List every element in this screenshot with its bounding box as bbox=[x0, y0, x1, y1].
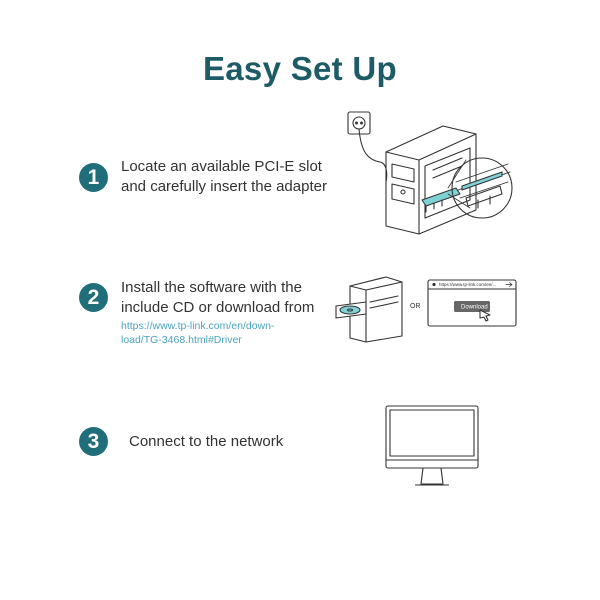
step-3-badge: 3 bbox=[79, 427, 108, 456]
step-2-text: Install the software with the include CD… bbox=[121, 278, 314, 318]
step-2-line-2: include CD or download from bbox=[121, 299, 315, 316]
cursor-hand-icon bbox=[479, 309, 491, 322]
pc-install-illustration bbox=[347, 111, 513, 235]
step-2-badge: 2 bbox=[79, 283, 108, 312]
network-adapter-icon bbox=[421, 187, 461, 213]
step-1-line-2: and carefully insert the adapter bbox=[121, 178, 327, 195]
driver-download-link[interactable]: https://www.tp-link.com/en/down- load/TG… bbox=[121, 319, 274, 347]
or-label: OR bbox=[410, 303, 421, 310]
page-title: Easy Set Up bbox=[202, 50, 398, 87]
pc-tower-cd-icon bbox=[335, 276, 403, 343]
step-2-line-1: Install the software with the bbox=[121, 279, 302, 296]
link-line-2: load/TG-3468.html#Driver bbox=[121, 334, 242, 346]
monitor-icon bbox=[385, 405, 479, 486]
step-1-line-1: Locate an available PCI-E slot bbox=[121, 158, 322, 175]
link-line-1: https://www.tp-link.com/en/down- bbox=[121, 320, 275, 332]
browser-url: https://www.tp-link.com/en/... bbox=[439, 282, 496, 287]
step-3-text: Connect to the network bbox=[129, 432, 283, 452]
step-1-text: Locate an available PCI-E slot and caref… bbox=[121, 157, 327, 197]
download-button-label: Download bbox=[461, 305, 488, 311]
browser-window-icon: https://www.tp-link.com/en/... Download bbox=[427, 279, 517, 327]
software-install-illustration: OR https://www.tp-link.com/en/... Downlo… bbox=[335, 276, 517, 343]
slot-zoom-callout bbox=[451, 157, 513, 219]
download-button bbox=[454, 301, 490, 312]
power-cable bbox=[358, 128, 388, 183]
monitor-illustration bbox=[385, 405, 479, 486]
step-1-badge: 1 bbox=[79, 163, 108, 192]
pc-tower-icon bbox=[385, 125, 477, 235]
step-3-line-1: Connect to the network bbox=[129, 433, 284, 450]
